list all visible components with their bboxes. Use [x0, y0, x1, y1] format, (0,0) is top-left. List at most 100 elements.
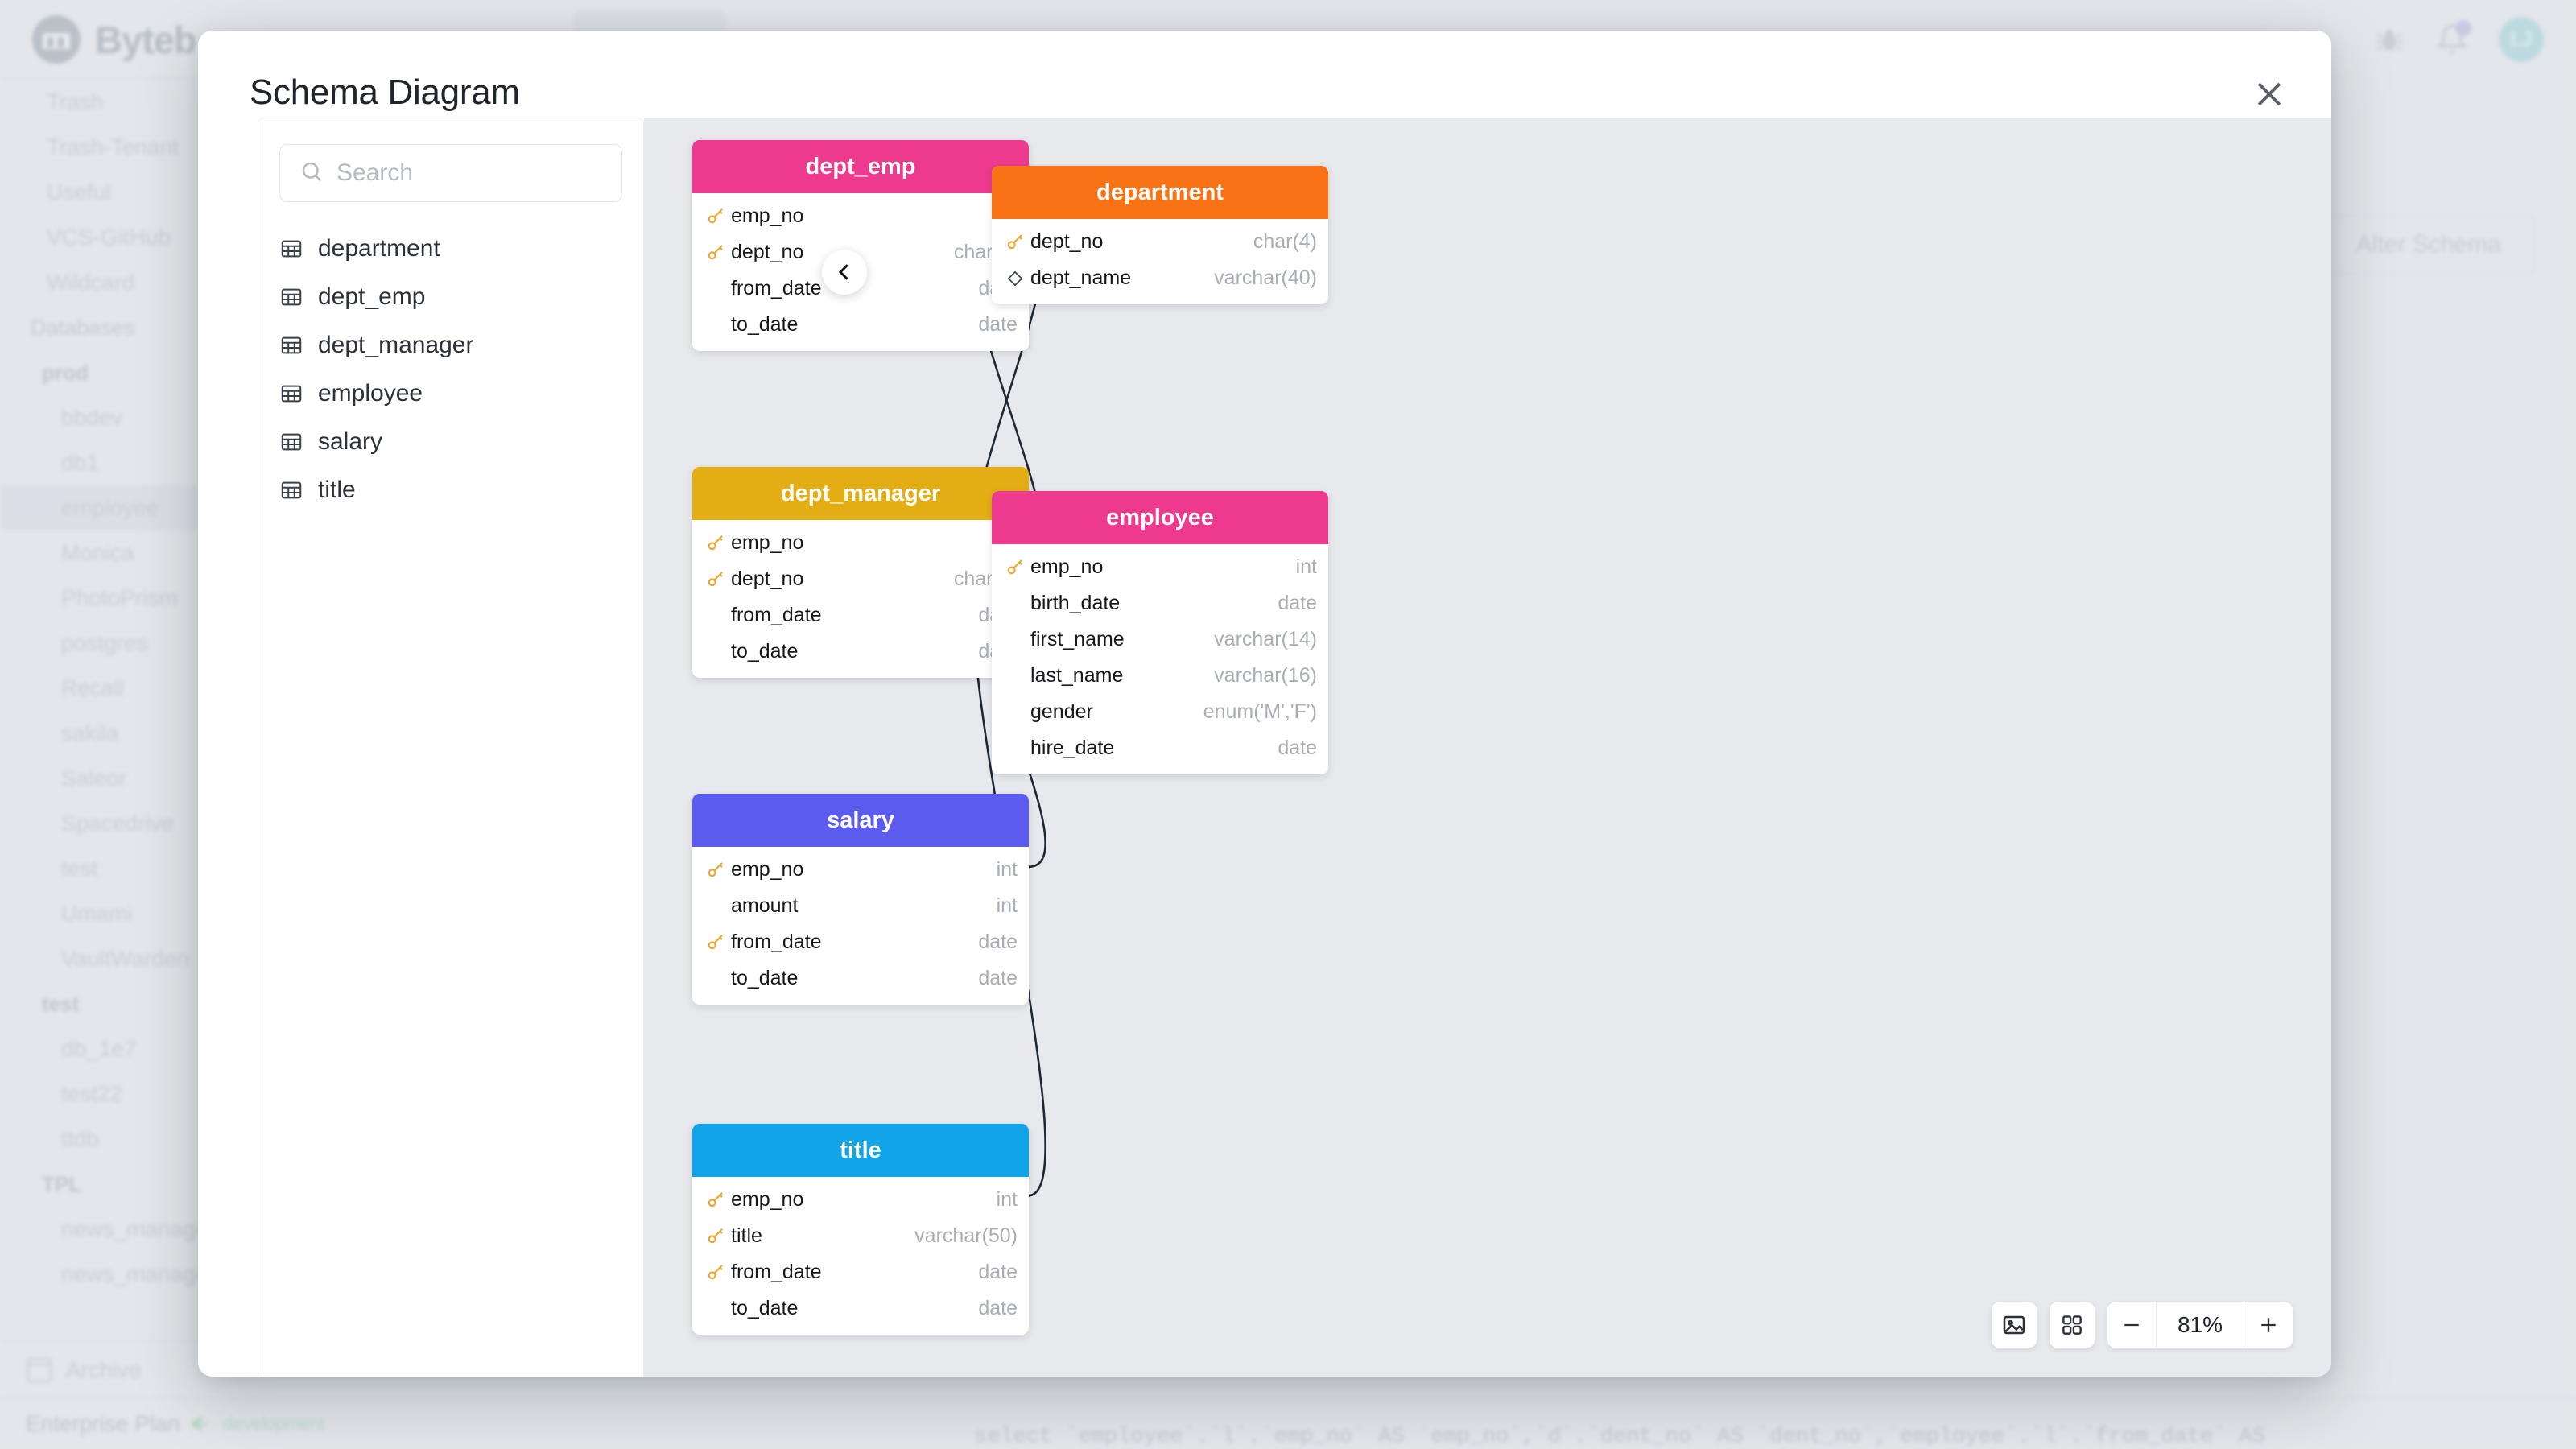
table-node-title: salary [692, 794, 1029, 847]
diamond-icon [1003, 269, 1027, 288]
column-name: to_date [731, 967, 799, 989]
sidebar-item-archive[interactable]: Archive [0, 1341, 211, 1397]
sidebar-item-news-manage[interactable]: news_manage [61, 1216, 208, 1241]
column-name: birth_date [1030, 592, 1121, 614]
column-type: varchar(14) [1214, 628, 1317, 650]
sidebar-item-saleor[interactable]: Saleor [61, 766, 126, 791]
archive-label: Archive [66, 1356, 142, 1382]
sidebar-item-employee[interactable]: employee [0, 485, 211, 530]
sidebar-item-useful[interactable]: Useful [47, 180, 111, 204]
sidebar-item-test22[interactable]: test22 [61, 1081, 123, 1106]
speaker-icon [191, 1414, 212, 1435]
close-icon[interactable] [2244, 69, 2294, 119]
table-list-item-salary[interactable]: salary [258, 418, 643, 466]
sidebar-item-ttdb[interactable]: ttdb [61, 1126, 99, 1151]
key-icon [704, 206, 728, 227]
table-grid-icon [279, 382, 303, 406]
chevron-left-icon[interactable] [822, 250, 867, 295]
search-input[interactable] [336, 159, 602, 187]
key-icon [704, 1262, 728, 1283]
column-name: last_name [1030, 664, 1124, 687]
table-list-item-dept_manager[interactable]: dept_manager [258, 321, 643, 369]
sidebar-item-bbdev[interactable]: bbdev [61, 405, 123, 430]
sidebar-item-sakila[interactable]: sakila [61, 720, 119, 745]
column-name: hire_date [1030, 737, 1115, 759]
sidebar-item-test[interactable]: test [61, 856, 98, 881]
column-name: title [731, 1224, 762, 1247]
layout-grid-icon[interactable] [2050, 1302, 2095, 1348]
sidebar-item-wildcard[interactable]: Wildcard [47, 270, 134, 295]
sidebar-item-spacedrive[interactable]: Spacedrive [61, 811, 175, 836]
column-type: date [978, 1261, 1018, 1283]
image-export-icon[interactable] [1992, 1302, 2037, 1348]
sidebar-item-trash[interactable]: Trash [47, 89, 104, 114]
table-grid-icon [279, 237, 303, 261]
column-type: char(4) [1253, 230, 1317, 253]
column-name: dept_no [1030, 230, 1104, 253]
environment-label: development [223, 1413, 325, 1434]
table-list-item-label: salary [318, 428, 383, 455]
column-type: int [1295, 555, 1317, 578]
table-list-item-department[interactable]: department [258, 225, 643, 273]
table-node-title: title [692, 1124, 1029, 1177]
sidebar-item-postgres[interactable]: postgres [61, 630, 148, 655]
sidebar-item-db1[interactable]: db1 [61, 450, 99, 475]
table-list-item-label: employee [318, 380, 423, 407]
column-type: varchar(16) [1214, 664, 1317, 687]
column-name: from_date [731, 931, 822, 953]
column-name: amount [731, 894, 799, 917]
table-list: department dept_emp dept_manager employe… [258, 225, 643, 514]
plus-icon[interactable] [2244, 1302, 2293, 1348]
minus-icon[interactable] [2107, 1302, 2156, 1348]
bell-icon[interactable] [2435, 20, 2471, 56]
table-list-panel: department dept_emp dept_manager employe… [258, 118, 644, 1377]
avatar[interactable]: LJ [2499, 17, 2544, 62]
status-bar: Enterprise Plan development [0, 1397, 2576, 1449]
table-list-item-employee[interactable]: employee [258, 369, 643, 418]
column-name: from_date [731, 277, 822, 299]
app-logo[interactable]: Byteb [32, 15, 197, 64]
sidebar-item-vcs-github[interactable]: VCS-GitHub [47, 225, 171, 250]
sidebar-item-db-1e7[interactable]: db_1e7 [61, 1036, 137, 1061]
column-type: int [996, 894, 1018, 917]
sidebar-item-photoprism[interactable]: PhotoPrism [61, 585, 178, 610]
archive-box-icon [27, 1357, 52, 1382]
column-type: date [978, 1297, 1018, 1319]
search-box[interactable] [279, 144, 622, 202]
schema-diagram-modal: Schema Diagram department dept_emp dept_… [198, 31, 2331, 1377]
column-name: from_date [731, 1261, 822, 1283]
sidebar-item-news-manage[interactable]: news_manage [61, 1261, 208, 1286]
zoom-control-group: 81% [2107, 1302, 2293, 1348]
sidebar-item-recall[interactable]: Recall [61, 675, 124, 700]
sidebar-item-umami[interactable]: Umami [61, 901, 133, 926]
sidebar-item-vaultwarden[interactable]: VaultWarden [61, 946, 189, 971]
sidebar-item-trash-tenant[interactable]: Trash-Tenant [47, 134, 179, 159]
sidebar-item-monica[interactable]: Monica [61, 540, 134, 565]
table-list-item-title[interactable]: title [258, 466, 643, 514]
bug-icon[interactable] [2373, 23, 2405, 56]
table-list-item-dept_emp[interactable]: dept_emp [258, 273, 643, 321]
column-name: dept_no [731, 568, 804, 590]
key-icon [704, 242, 728, 263]
key-icon [704, 1226, 728, 1247]
alter-schema-button[interactable]: Alter Schema [2322, 216, 2534, 274]
column-name: emp_no [731, 1188, 804, 1211]
